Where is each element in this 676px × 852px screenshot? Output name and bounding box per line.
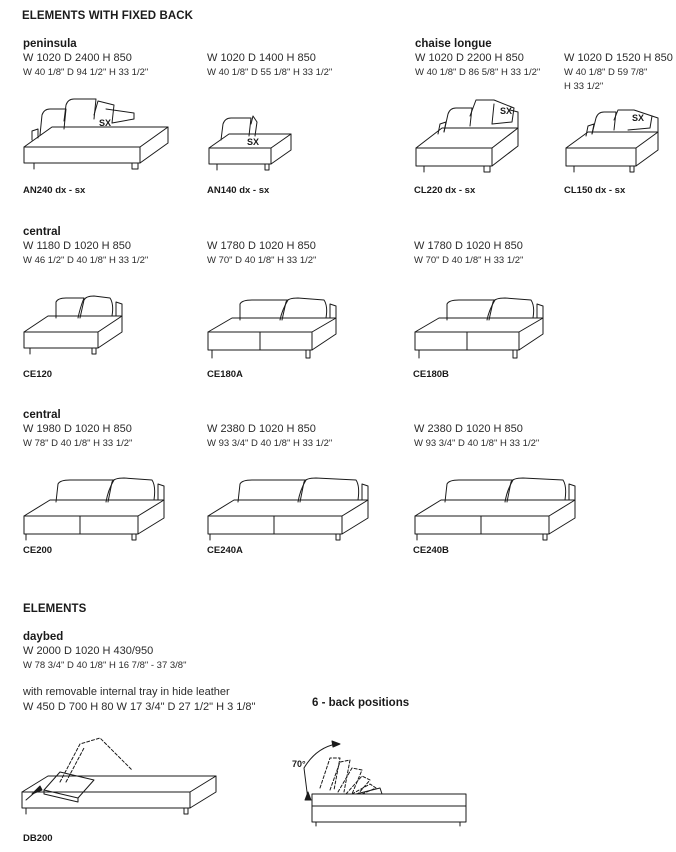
ce180b-code: CE180B	[413, 369, 449, 380]
cl220-sofa-drawing: SX	[415, 99, 519, 173]
ce120-code: CE120	[23, 369, 53, 380]
ce240a-dimensions-mm: W 2380 D 1020 H 850	[207, 423, 316, 435]
cl220-dimensions-in: W 40 1/8" D 86 5/8" H 33 1/2"	[415, 67, 541, 78]
an140-side-tag: SX	[247, 137, 259, 147]
ce180b-sofa-drawing	[414, 297, 544, 359]
an140-code: AN140 dx - sx	[207, 185, 270, 196]
peninsula-title: peninsula	[23, 38, 77, 50]
cl150-sofa-drawing: SX	[565, 109, 659, 173]
ce180b-dimensions-in: W 70" D 40 1/8" H 33 1/2"	[414, 255, 524, 266]
section-title-fixed-back: ELEMENTS WITH FIXED BACK	[22, 10, 194, 22]
cl220-code: CL220 dx - sx	[414, 185, 476, 196]
cl220-dimensions-mm: W 1020 D 2200 H 850	[415, 52, 524, 64]
an240-sofa-drawing: SX	[23, 98, 169, 170]
ce200-dimensions-mm: W 1980 D 1020 H 850	[23, 423, 132, 435]
ce240a-sofa-drawing	[207, 477, 369, 541]
ce240b-sofa-drawing	[414, 477, 576, 541]
tray-note: with removable internal tray in hide lea…	[23, 686, 230, 698]
chaise-longue-title: chaise longue	[415, 38, 492, 50]
ce120-sofa-drawing	[23, 295, 123, 355]
back-positions-drawing: 70°	[292, 740, 467, 827]
ce180a-sofa-drawing	[207, 297, 337, 359]
an240-dimensions-mm: W 1020 D 2400 H 850	[23, 52, 132, 64]
ce180a-dimensions-in: W 70" D 40 1/8" H 33 1/2"	[207, 255, 317, 266]
cl220-side-tag: SX	[500, 106, 512, 116]
daybed-title: daybed	[23, 631, 64, 643]
an140-dimensions-in: W 40 1/8" D 55 1/8" H 33 1/2"	[207, 67, 333, 78]
ce120-dimensions-mm: W 1180 D 1020 H 850	[23, 240, 132, 252]
cl150-code: CL150 dx - sx	[564, 185, 626, 196]
ce180b-dimensions-mm: W 1780 D 1020 H 850	[414, 240, 523, 252]
central-title-2: central	[23, 409, 61, 421]
cl150-dimensions-in-height: H 33 1/2"	[564, 81, 604, 92]
cl150-dimensions-in: W 40 1/8" D 59 7/8"	[564, 67, 648, 78]
section-title-elements: ELEMENTS	[23, 603, 87, 615]
back-positions-label: 6 - back positions	[312, 697, 410, 709]
ce240a-dimensions-in: W 93 3/4" D 40 1/8" H 33 1/2"	[207, 438, 333, 449]
cl150-dimensions-mm: W 1020 D 1520 H 850	[564, 52, 673, 64]
ce200-code: CE200	[23, 545, 53, 556]
cl150-side-tag: SX	[632, 113, 644, 123]
angle-label: 70°	[292, 759, 306, 769]
ce200-dimensions-in: W 78" D 40 1/8" H 33 1/2"	[23, 438, 133, 449]
ce240a-code: CE240A	[207, 545, 243, 556]
an240-code: AN240 dx - sx	[23, 185, 86, 196]
ce180a-code: CE180A	[207, 369, 243, 380]
db200-dimensions-in: W 78 3/4" D 40 1/8" H 16 7/8" - 37 3/8"	[23, 660, 187, 671]
an240-side-tag: SX	[99, 118, 111, 128]
an240-dimensions-in: W 40 1/8" D 94 1/2" H 33 1/2"	[23, 67, 149, 78]
ce240b-dimensions-mm: W 2380 D 1020 H 850	[414, 423, 523, 435]
ce180a-dimensions-mm: W 1780 D 1020 H 850	[207, 240, 316, 252]
ce240b-code: CE240B	[413, 545, 449, 556]
ce200-sofa-drawing	[23, 477, 165, 541]
an140-dimensions-mm: W 1020 D 1400 H 850	[207, 52, 316, 64]
an140-sofa-drawing: SX	[208, 115, 292, 171]
ce120-dimensions-in: W 46 1/2" D 40 1/8" H 33 1/2"	[23, 255, 149, 266]
db200-code: DB200	[23, 833, 53, 844]
db200-daybed-drawing	[21, 737, 217, 815]
ce240b-dimensions-in: W 93 3/4" D 40 1/8" H 33 1/2"	[414, 438, 540, 449]
db200-dimensions-mm: W 2000 D 1020 H 430/950	[23, 645, 154, 657]
central-title-1: central	[23, 226, 61, 238]
tray-dimensions: W 450 D 700 H 80 W 17 3/4" D 27 1/2" H 3…	[23, 701, 256, 713]
